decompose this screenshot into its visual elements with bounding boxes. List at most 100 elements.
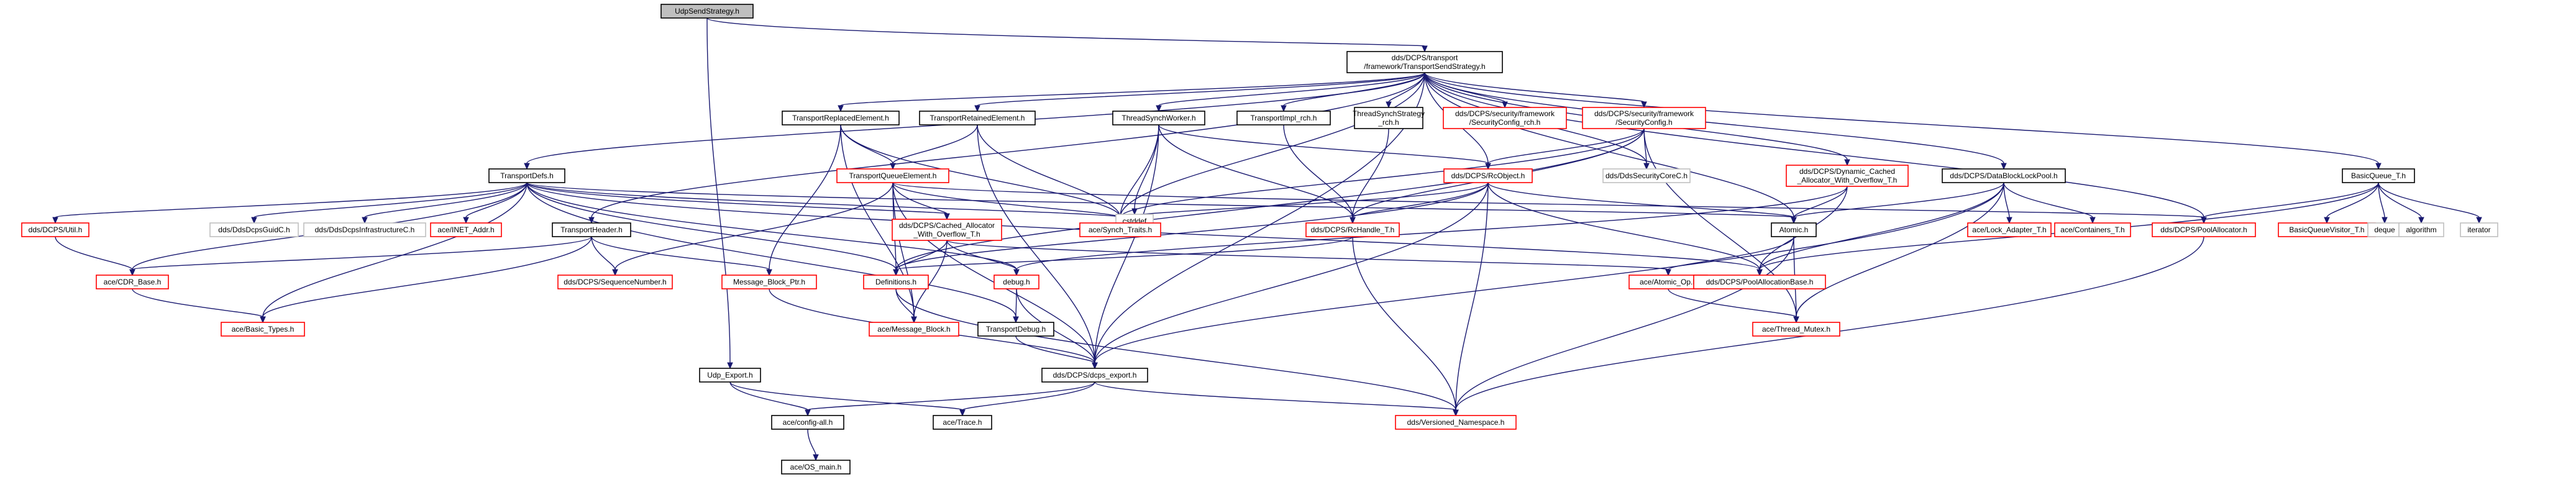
node-label: _rch.h [1377, 118, 1399, 127]
edge-line [1016, 186, 1848, 270]
edge-line [895, 288, 1456, 411]
node-cachedalloc[interactable]: dds/DCPS/Cached_Allocator_With_Overflow_… [892, 219, 1002, 241]
node-atomic[interactable]: Atomic.h [1771, 222, 1817, 237]
node-label: Udp_Export.h [707, 371, 752, 379]
node-label: ace/Trace.h [943, 418, 982, 427]
node-inetaddr[interactable]: ace/INET_Addr.h [430, 222, 502, 237]
edge-arrowhead [2324, 217, 2330, 224]
node-label: ace/Synch_Traits.h [1089, 225, 1152, 234]
node-tdebug[interactable]: TransportDebug.h [977, 322, 1054, 337]
node-ddsexport[interactable]: dds/DCPS/dcps_export.h [1041, 368, 1148, 383]
node-osmain[interactable]: ace/OS_main.h [781, 460, 851, 475]
node-versioned[interactable]: dds/Versioned_Namespace.h [1395, 415, 1517, 430]
node-bqv[interactable]: BasicQueueVisitor_T.h [2278, 222, 2376, 237]
node-bq[interactable]: BasicQueue_T.h [2342, 168, 2415, 183]
node-seccfgrch[interactable]: dds/DCPS/security/framework/SecurityConf… [1443, 107, 1567, 129]
edge-trepl-to-tqe [840, 124, 896, 170]
node-contt[interactable]: ace/Containers_T.h [2054, 222, 2131, 237]
node-tret[interactable]: TransportRetainedElement.h [919, 111, 1036, 125]
edge-line [1352, 236, 1456, 411]
node-trepl[interactable]: TransportReplacedElement.h [782, 111, 900, 125]
node-dyncached[interactable]: dds/DCPS/Dynamic_Cached_Allocator_With_O… [1786, 165, 1909, 187]
node-poolallocbase[interactable]: dds/DCPS/PoolAllocationBase.h [1693, 275, 1826, 289]
node-label: dds/DCPS/RcHandle_T.h [1311, 225, 1395, 234]
edge-line [132, 288, 263, 317]
edge-tdefs-to-util [52, 182, 528, 224]
node-dblock[interactable]: dds/DCPS/DataBlockLockPool.h [1942, 168, 2066, 183]
edge-line [840, 124, 1121, 218]
node-locka[interactable]: ace/Lock_Adapter_T.h [1967, 222, 2052, 237]
edge-arrowhead [362, 217, 368, 224]
node-poolalloc[interactable]: dds/DCPS/PoolAllocator.h [2152, 222, 2256, 237]
node-tsrch[interactable]: ThreadSynchStrategy_rch.h [1353, 107, 1425, 129]
node-rch[interactable]: dds/DCPS/RcHandle_T.h [1305, 222, 1400, 237]
node-box [557, 275, 673, 289]
node-box [21, 222, 89, 237]
edge-line [1424, 72, 2379, 164]
node-mbptr[interactable]: Message_Block_Ptr.h [721, 275, 817, 289]
edge-line [526, 182, 897, 270]
edge-tret-to-tqe [890, 124, 978, 170]
node-box [303, 222, 426, 237]
edge-line [1668, 236, 1794, 270]
edge-seccfg-to-synch [1117, 128, 1645, 224]
node-debug[interactable]: debug.h [993, 275, 1039, 289]
node-theader[interactable]: TransportHeader.h [552, 222, 631, 237]
node-box [699, 368, 761, 383]
node-box [1771, 222, 1817, 237]
node-seqnum[interactable]: dds/DCPS/SequenceNumber.h [557, 275, 673, 289]
edge-line [2326, 182, 2379, 218]
edge-line [1455, 236, 1794, 411]
edge-cachedalloc-to-defs [893, 240, 948, 276]
edge-line [807, 429, 816, 455]
edge-arrowhead [612, 269, 618, 276]
node-infrac[interactable]: dds/DdsDcpsInfrastructureC.h [303, 222, 426, 237]
node-synch[interactable]: ace/Synch_Traits.h [1079, 222, 1161, 237]
edge-rcobj-to-poolallocbase [1487, 182, 1763, 276]
edge-line [2378, 182, 2480, 218]
edge-arrowhead [251, 217, 257, 224]
edge-trepl-to-mbptr [766, 124, 841, 276]
node-root[interactable]: UdpSendStrategy.h [660, 4, 754, 19]
node-timplrch[interactable]: TransportImpl_rch.h [1236, 111, 1331, 125]
node-seccfg[interactable]: dds/DCPS/security/framework/SecurityConf… [1582, 107, 1706, 129]
node-cdrbase[interactable]: ace/CDR_Base.h [96, 275, 169, 289]
edge-line [1283, 72, 1425, 106]
edge-line [591, 72, 1425, 218]
node-configall[interactable]: ace/config-all.h [771, 415, 844, 430]
node-guidc[interactable]: dds/DdsDcpsGuidC.h [209, 222, 299, 237]
node-iterator[interactable]: iterator [2460, 222, 2498, 237]
edge-bq-to-algorithm [2378, 182, 2424, 224]
node-box [919, 111, 1036, 125]
node-label: BasicQueue_T.h [2351, 171, 2406, 180]
node-tdefs[interactable]: TransportDefs.h [488, 168, 565, 183]
node-label: ace/config-all.h [783, 418, 833, 427]
node-deque[interactable]: deque [2367, 222, 2402, 237]
node-tqe[interactable]: TransportQueueElement.h [836, 168, 949, 183]
node-threadmutex[interactable]: ace/Thread_Mutex.h [1752, 322, 1840, 337]
node-basictypes[interactable]: ace/Basic_Types.h [221, 322, 305, 337]
edge-dblock-to-atomic [1791, 182, 2004, 224]
node-box [1752, 322, 1840, 337]
node-ddssec[interactable]: dds/DdsSecurityCoreC.h [1602, 168, 1691, 183]
node-tsw[interactable]: ThreadSynchWorker.h [1112, 111, 1205, 125]
node-rcobj[interactable]: dds/DCPS/RcObject.h [1443, 168, 1533, 183]
edge-arrowhead [2418, 217, 2424, 224]
node-defs[interactable]: Definitions.h [863, 275, 929, 289]
node-msgblock[interactable]: ace/Message_Block.h [869, 322, 959, 337]
edge-line [1015, 335, 1095, 363]
node-label: dds/DCPS/Cached_Allocator [899, 221, 995, 230]
node-trace[interactable]: ace/Trace.h [933, 415, 992, 430]
node-label: Message_Block_Ptr.h [733, 278, 805, 286]
node-algorithm[interactable]: algorithm [2398, 222, 2444, 237]
edge-ddsexport-to-trace [959, 381, 1095, 417]
node-label: dds/DCPS/security/framework [1455, 109, 1555, 118]
edge-tss-to-timplrch [1281, 72, 1425, 112]
edge-line [895, 236, 1353, 270]
edge-ddsexport-to-configall [805, 381, 1095, 417]
edge-root-to-tss [706, 17, 1428, 53]
node-udpexport[interactable]: Udp_Export.h [699, 368, 761, 383]
node-tss[interactable]: dds/DCPS/transport/framework/TransportSe… [1346, 51, 1503, 73]
node-util[interactable]: dds/DCPS/Util.h [21, 222, 89, 237]
